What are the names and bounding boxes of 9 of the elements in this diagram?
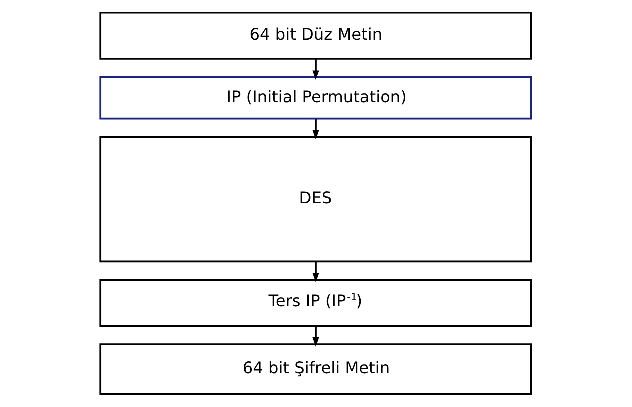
arrow bbox=[312, 262, 320, 283]
node-box: 64 bit Şifreli Metin bbox=[100, 344, 532, 396]
arrow bbox=[312, 59, 320, 80]
arrow bbox=[312, 326, 320, 347]
node-box: DES bbox=[100, 136, 532, 263]
arrow bbox=[312, 119, 320, 140]
node-box: 64 bit Düz Metin bbox=[100, 12, 532, 60]
node-box: Ters IP (IP$^{-1}$) bbox=[100, 279, 532, 328]
node-box: IP (Initial Permutation) bbox=[100, 76, 532, 120]
